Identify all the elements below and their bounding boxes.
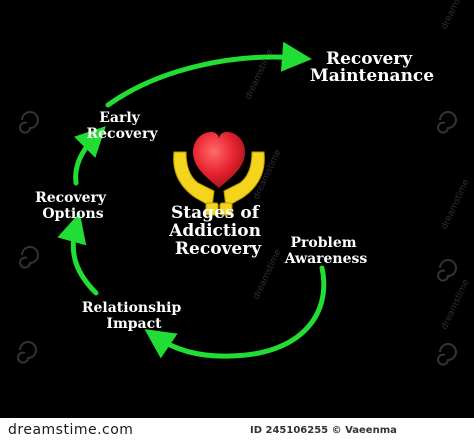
arrow-early-to-maintenance [105,41,312,108]
center-title-line-2: Addiction [168,221,261,241]
stage-problem-awareness: Problem Awareness [284,235,368,267]
watermark-text-6: dreamstime [440,278,472,332]
stage-problem-awareness-line-2: Awareness [284,251,368,267]
stage-recovery-options-line-1: Recovery [35,190,107,206]
stage-relationship-impact-line-2: Impact [106,316,162,332]
spiral-watermark-icon [17,111,457,366]
center-title: Stages of Addiction Recovery [168,203,267,259]
arrow-impact-to-options [57,212,99,296]
addiction-recovery-cycle-diagram: dreamstime dreamstime dreamstime dreamst… [17,0,472,366]
center-title-line-1: Stages of [171,203,261,223]
footer-credit: ID 245106255 © Vaeenma [250,425,397,436]
stage-recovery-maintenance-line-1: Recovery [326,49,413,69]
watermark-text-4: dreamstime [440,0,472,31]
watermark-footer: dreamstime.com ID 245106255 © Vaeenma [0,418,474,444]
stage-recovery-options-line-2: Options [42,206,103,222]
stage-early-recovery-line-1: Early [99,110,140,126]
stage-recovery-options: Recovery Options [35,190,111,222]
stage-relationship-impact: Relationship Impact [82,300,186,332]
stage-recovery-maintenance-line-2: Maintenance [310,66,434,86]
hands-icon [173,151,265,216]
stage-early-recovery: Early Recovery [87,110,159,142]
watermark-text-5: dreamstime [440,178,472,232]
stage-relationship-impact-line-1: Relationship [82,300,182,316]
footer-logo: dreamstime.com [8,422,134,438]
arrow-awareness-to-impact [144,265,327,359]
stage-problem-awareness-line-1: Problem [291,235,357,251]
arrow-options-to-early [73,126,106,186]
stage-early-recovery-line-2: Recovery [87,126,159,142]
heart-icon [193,132,245,188]
center-title-line-3: Recovery [175,239,262,259]
stage-recovery-maintenance: Recovery Maintenance [310,49,434,86]
